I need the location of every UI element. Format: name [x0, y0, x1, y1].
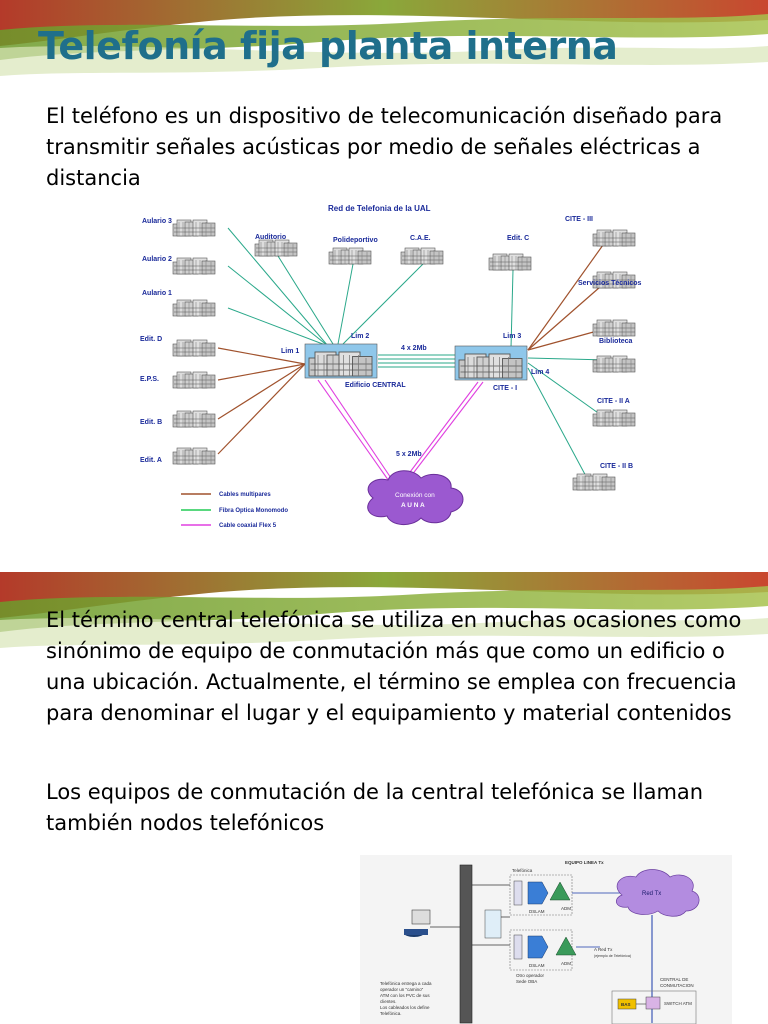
label-link-4x2mb: 4 x 2Mb: [401, 345, 427, 352]
label-lim-2: Lim 2: [351, 333, 369, 340]
label-sede-oba: Sede OBA: [516, 979, 537, 984]
label-biblioteca: Biblioteca: [599, 338, 633, 345]
note-line: ATM con los PVC de sus: [380, 993, 430, 998]
slide-paragraph-2: Los equipos de conmutación de la central…: [46, 780, 704, 835]
label-lim-4: Lim 4: [531, 369, 549, 376]
note-line: clientes.: [380, 999, 397, 1004]
label-link-5x2mb: 5 x 2Mb: [396, 451, 422, 458]
note-line: Telefónica.: [380, 1011, 402, 1016]
label-central-2: CONMUTACION: [660, 983, 694, 988]
slide-title: Telefonía fija planta interna: [38, 24, 618, 68]
diagram-title: Red de Telefonia de la UAL: [328, 204, 431, 213]
cloud-red-tx: Red Tx: [615, 869, 700, 917]
label-edit-a: Edit. A: [140, 457, 162, 464]
label-dslam-2: DSLAM: [529, 963, 545, 968]
legend-fibra-optica: Fibra Optica Monomodo: [219, 508, 288, 514]
label-aulario2: Aulario 2: [142, 256, 172, 263]
note-line: Telefónica entrega a cada: [380, 981, 432, 986]
slide-banner-decoration: [0, 0, 768, 76]
label-central-1: CENTRAL DE: [660, 977, 688, 982]
label-cae: C.A.E.: [410, 235, 431, 242]
label-servicios-tecnicos: Servicios Técnicos: [578, 280, 642, 287]
label-edificio-central: Edificio CENTRAL: [345, 382, 406, 389]
label-polideportivo: Polideportivo: [333, 237, 378, 244]
label-otro-operador: Otro operador: [516, 973, 545, 978]
network-diagram: Red de Telefonia de la UAL: [140, 204, 642, 529]
distribution-frame: [459, 864, 473, 1024]
label-cite-3: CITE - III: [565, 216, 593, 223]
label-aulario1: Aulario 1: [142, 290, 172, 297]
legend-cable-coaxial: Cable coaxial Flex 5: [219, 523, 277, 529]
note-line: Los cableados los define: [380, 1005, 430, 1010]
label-a-red: A Red Tx: [594, 947, 613, 952]
label-bas: BAS: [621, 1002, 631, 1007]
slide-banner-decoration: [0, 572, 768, 648]
label-edit-c: Edit. C: [507, 235, 529, 242]
label-dslam-1: DSLAM: [529, 909, 545, 914]
label-adm-2: ADM: [561, 961, 571, 966]
label-telefonica: Telefónica: [512, 868, 533, 873]
label-auditorio: Auditorio: [255, 234, 286, 241]
slide-paragraph-1: El término central telefónica se utiliza…: [46, 608, 742, 725]
label-edit-d: Edit. D: [140, 336, 162, 343]
label-ejemplo: (ejemplo de Telefónica): [594, 954, 631, 958]
label-aulario3: Aulario 3: [142, 218, 172, 225]
label-cite-2a: CITE - II A: [597, 398, 630, 405]
cloud-label-2: A U N A: [401, 502, 425, 509]
label-lim-1: Lim 1: [281, 348, 299, 355]
switching-diagram: Telefónica EQUIPO LINEA Tx DSLAM ADM DSL…: [360, 855, 732, 1024]
label-lim-3: Lim 3: [503, 333, 521, 340]
label-eps: E.P.S.: [140, 376, 159, 383]
legend-cables-multipares: Cables multipares: [219, 492, 271, 498]
label-cite-2b: CITE - II B: [600, 463, 633, 470]
cloud-label-1: Conexión con: [395, 492, 435, 499]
label-edit-b: Edit. B: [140, 419, 162, 426]
slide-paragraph: El teléfono es un dispositivo de telecom…: [46, 104, 723, 190]
cloud-auna: Conexión con A U N A: [367, 470, 464, 525]
label-adm-1: ADM: [561, 906, 571, 911]
diagram-note: Telefónica entrega a cada operador un "c…: [380, 981, 432, 1016]
note-line: operador un "camino": [380, 987, 424, 992]
diagram-legend: Cables multipares Fibra Optica Monomodo …: [181, 492, 288, 529]
label-equipo-linea: EQUIPO LINEA Tx: [565, 860, 604, 865]
slide-2: El término central telefónica se utiliza…: [0, 572, 768, 1024]
label-cite-1: CITE - I: [493, 385, 517, 392]
telephone-icon: [404, 909, 431, 937]
slide-1: Telefonía fija planta interna El teléfon…: [0, 0, 768, 529]
label-red-tx: Red Tx: [642, 891, 661, 897]
label-switch-atm: SWITCH ATM: [664, 1001, 692, 1006]
